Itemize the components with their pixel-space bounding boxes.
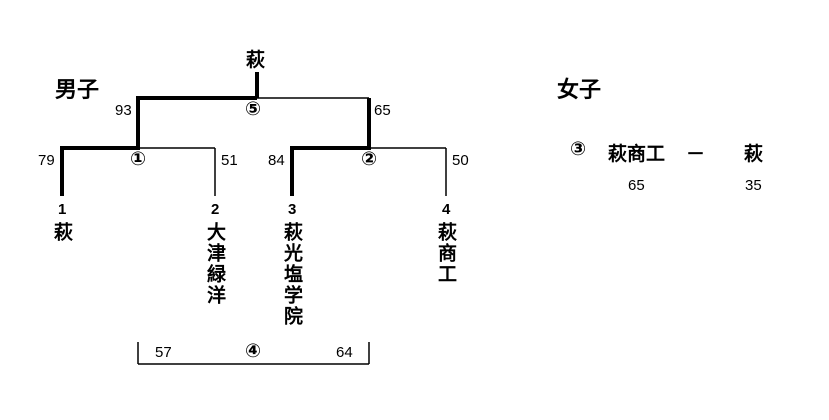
girls-dash: － [686, 143, 706, 165]
girls-score-b: 35 [745, 177, 762, 194]
match5-label: ⑤ [245, 98, 262, 120]
team2-seed: 2 [211, 201, 220, 218]
match4-left-score: 57 [155, 344, 172, 361]
champion-name: 萩 [246, 49, 266, 71]
match2-left-score: 84 [268, 152, 285, 169]
team1-name: 萩 [51, 222, 73, 243]
team3-seed: 3 [288, 201, 297, 218]
match4-right-score: 64 [336, 344, 353, 361]
girls-team-b: 萩 [744, 143, 764, 165]
match5-left-score: 93 [115, 102, 132, 119]
team3-name: 萩光塩学院 [281, 222, 303, 327]
team4-seed: 4 [442, 201, 451, 218]
girls-team-a: 萩商工 [608, 143, 666, 165]
girls-match-label: ③ [570, 138, 587, 160]
match4-label: ④ [245, 340, 262, 362]
girls-title: 女子 [557, 78, 602, 103]
girls-score-a: 65 [628, 177, 645, 194]
team4-name: 萩商工 [435, 222, 457, 285]
match1-right-score: 51 [221, 152, 238, 169]
match1-left-score: 79 [38, 152, 55, 169]
match5-right-score: 65 [374, 102, 391, 119]
match2-right-score: 50 [452, 152, 469, 169]
match1-label: ① [130, 148, 147, 170]
boys-title: 男子 [55, 78, 100, 103]
team1-seed: 1 [58, 201, 67, 218]
team2-name: 大津緑洋 [204, 222, 226, 306]
match2-label: ② [361, 148, 378, 170]
